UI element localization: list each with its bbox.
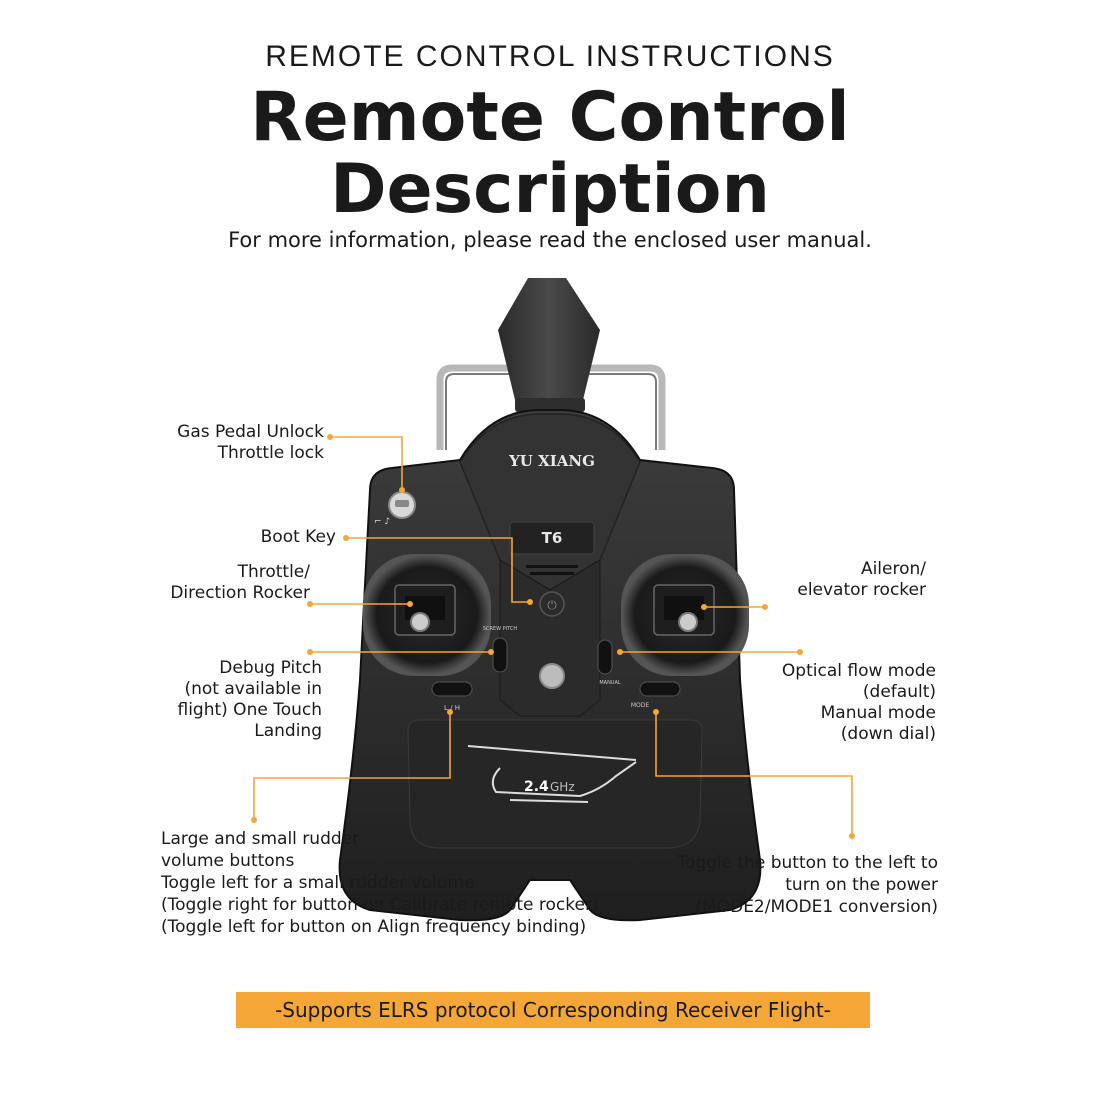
rudder-line-1: Large and small rudder	[161, 829, 360, 849]
title-line-2: Description	[330, 150, 770, 229]
page-subtitle: For more information, please read the en…	[228, 228, 872, 252]
optical-flow-line-3: Manual mode	[820, 703, 936, 723]
helicopter-icon	[467, 745, 637, 803]
power-line-1: Toggle the button to the left to	[677, 853, 938, 873]
elrs-banner: -Supports ELRS protocol Corresponding Re…	[236, 992, 870, 1028]
optical-flow-label: Optical flow mode (default) Manual mode …	[746, 661, 936, 745]
page-title: Remote Control Description	[0, 82, 1100, 226]
antenna	[498, 278, 600, 404]
rudder-volume-toggle[interactable]	[431, 681, 473, 697]
boot-key-label: Boot Key	[260, 527, 336, 547]
left-stick[interactable]	[410, 612, 430, 632]
rudder-line-4: (Toggle right for button on Calibrate re…	[161, 895, 599, 915]
optical-flow-line-2: (default)	[862, 682, 936, 702]
debug-pitch-line-2: (not available in	[184, 679, 322, 699]
debug-pitch-line-4: Landing	[254, 721, 322, 741]
rudder-line-3: Toggle left for a small rudder volume	[161, 873, 475, 893]
aileron-label: Aileron/ elevator rocker	[760, 559, 926, 601]
optical-flow-line-1: Optical flow mode	[781, 661, 936, 681]
power-line-2: turn on the power	[785, 875, 938, 895]
band-unit-label: GHz	[550, 780, 575, 794]
power-label: Toggle the button to the left to turn on…	[600, 852, 938, 918]
lock-icon: ⌐ ♪	[374, 517, 390, 527]
gas-pedal-line-1: Gas Pedal Unlock	[177, 422, 324, 442]
one-touch-landing-button[interactable]	[539, 663, 565, 689]
debug-pitch-switch[interactable]	[492, 637, 508, 673]
right-stick[interactable]	[678, 612, 698, 632]
power-line-3: (MODE2/MODE1 conversion)	[695, 897, 938, 917]
gas-pedal-label: Gas Pedal Unlock Throttle lock	[120, 422, 324, 464]
optical-flow-switch[interactable]	[597, 639, 613, 675]
throttle-line-1: Throttle/	[237, 562, 310, 582]
bottom-panel	[407, 719, 703, 849]
debug-pitch-label: Debug Pitch (not available in flight) On…	[140, 658, 322, 742]
debug-pitch-line-1: Debug Pitch	[219, 658, 322, 678]
optical-flow-line-4: (down dial)	[840, 724, 936, 744]
lh-switch-caption: L / H	[444, 704, 460, 712]
aileron-line-2: elevator rocker	[797, 580, 926, 600]
band-label: 2.4	[524, 779, 549, 795]
boot-key-button[interactable]	[539, 591, 565, 617]
header-kicker: REMOTE CONTROL INSTRUCTIONS	[265, 40, 835, 73]
rudder-line-2: volume buttons	[161, 851, 295, 871]
leader-lines	[253, 436, 853, 836]
power-icon: ⏻	[547, 598, 557, 612]
title-line-1: Remote Control	[250, 78, 850, 157]
pitch-switch-caption: SCREW PITCH	[483, 626, 518, 632]
mode-toggle[interactable]	[639, 681, 681, 697]
manual-switch-caption: MANUAL	[599, 680, 621, 686]
brand-label: YU XIANG	[508, 452, 595, 470]
rudder-line-5: (Toggle left for button on Align frequen…	[161, 917, 587, 937]
throttle-label: Throttle/ Direction Rocker	[120, 562, 310, 604]
mode-switch-caption: MODE	[631, 702, 650, 709]
gas-pedal-line-2: Throttle lock	[217, 443, 324, 463]
debug-pitch-line-3: flight) One Touch	[177, 700, 322, 720]
aileron-line-1: Aileron/	[860, 559, 926, 579]
leader-dots	[251, 434, 855, 839]
rudder-label: Large and small rudder volume buttons To…	[161, 828, 681, 938]
throttle-line-2: Direction Rocker	[170, 583, 310, 603]
model-label: T6	[542, 529, 563, 547]
